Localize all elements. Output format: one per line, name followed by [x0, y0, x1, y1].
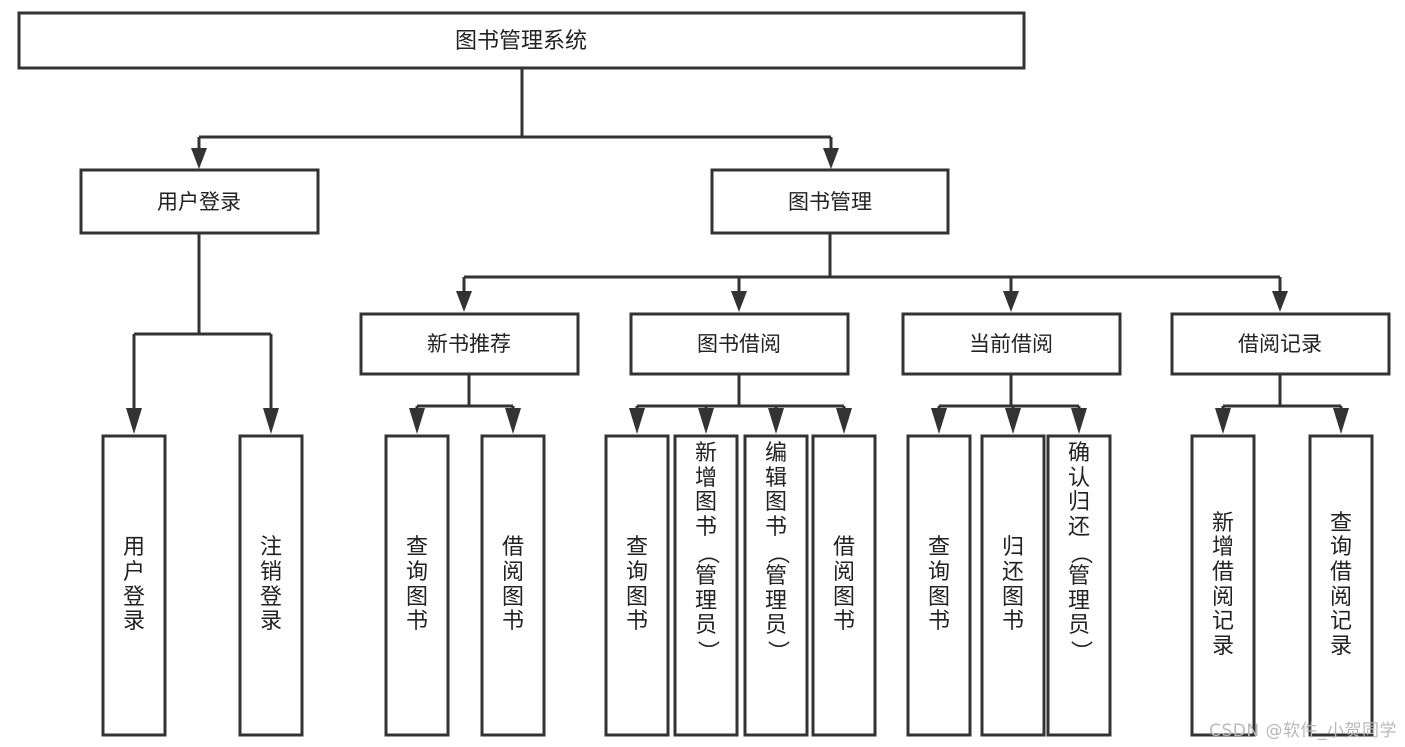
- level3-label-2: 当前借阅: [969, 332, 1053, 356]
- arrow-head-icon: [698, 408, 714, 434]
- arrow-head-icon: [263, 408, 279, 434]
- arrow-head-icon: [1333, 408, 1349, 434]
- arrow-head-icon: [1003, 291, 1019, 312]
- arrow-head-icon: [1071, 408, 1087, 434]
- arrow-head-icon: [409, 408, 425, 434]
- root-label: 图书管理系统: [455, 29, 587, 54]
- leaf-box-1-1[interactable]: [480, 434, 546, 737]
- node-borrow-record[interactable]: 借阅记录: [1170, 312, 1391, 376]
- arrow-head-icon: [126, 408, 142, 434]
- leaf-box-3-1[interactable]: [980, 434, 1046, 737]
- level3-box-2: [901, 312, 1122, 376]
- leaf-box-2-0[interactable]: [604, 434, 670, 737]
- arrow-head-icon: [1005, 408, 1021, 434]
- arrow-head-icon: [1272, 291, 1288, 312]
- arrow-head-icon: [731, 291, 747, 312]
- level3-label-0: 新书推荐: [427, 332, 511, 356]
- leaf-box-3-0[interactable]: [906, 434, 972, 737]
- arrow-head-icon: [931, 408, 947, 434]
- connector-root-to-level2: [191, 68, 839, 169]
- node-book-management[interactable]: 图书管理: [710, 168, 950, 235]
- leaf-box-0-0[interactable]: [101, 434, 167, 737]
- arrow-head-icon: [505, 408, 521, 434]
- arrow-head-icon: [836, 408, 852, 434]
- level3-label-1: 图书借阅: [697, 332, 781, 356]
- node-book-borrow[interactable]: 图书借阅: [629, 312, 850, 376]
- node-user-login[interactable]: 用户登录: [79, 168, 320, 235]
- leaf-box-3-2[interactable]: [1046, 434, 1112, 737]
- leaf-box-0-1[interactable]: [238, 434, 304, 737]
- arrow-head-icon: [191, 148, 207, 169]
- root-box: [17, 11, 1026, 70]
- leaf-box-4-0[interactable]: [1190, 434, 1256, 737]
- connector-bookmgmt-to-level3: [456, 233, 1288, 312]
- node-root[interactable]: 图书管理系统: [17, 11, 1026, 70]
- node-current-borrow[interactable]: 当前借阅: [901, 312, 1122, 376]
- level3-box-0: [359, 312, 580, 376]
- level3-label-3: 借阅记录: [1238, 332, 1322, 356]
- leaf-box-4-1[interactable]: [1308, 434, 1374, 737]
- connector-group-0: [126, 233, 279, 434]
- arrow-head-icon: [768, 408, 784, 434]
- leaf-box-2-3[interactable]: [811, 434, 877, 737]
- level2-box-0: [79, 168, 320, 235]
- connector-group-4: [1215, 374, 1349, 434]
- arrow-head-icon: [1215, 408, 1231, 434]
- arrow-head-icon: [456, 291, 472, 312]
- level2-label-1: 图书管理: [788, 190, 872, 214]
- node-new-book-recommend[interactable]: 新书推荐: [359, 312, 580, 376]
- csdn-watermark: CSDN @软件_小贺同学: [1209, 721, 1397, 741]
- level2-label-0: 用户登录: [157, 190, 241, 214]
- connector-group-3: [931, 374, 1087, 434]
- leaf-box-1-0[interactable]: [384, 434, 450, 737]
- leaf-box-2-1[interactable]: [673, 434, 739, 737]
- arrow-head-icon: [823, 148, 839, 169]
- leaf-box-2-2[interactable]: [743, 434, 809, 737]
- connector-group-2: [629, 374, 852, 434]
- connector-group-1: [409, 374, 521, 434]
- arrow-head-icon: [629, 408, 645, 434]
